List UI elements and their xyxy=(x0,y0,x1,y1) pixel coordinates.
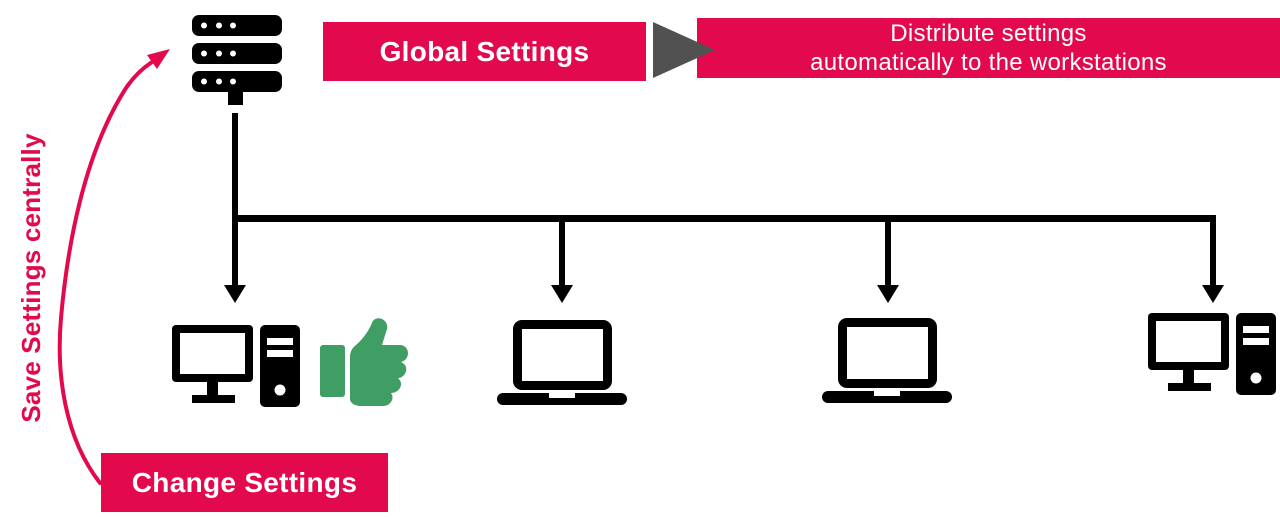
distribute-settings-banner: Distribute settings automatically to the… xyxy=(697,18,1280,78)
save-settings-centrally-label: Save Settings centrally xyxy=(16,133,46,423)
curved-arrow xyxy=(57,49,170,485)
global-settings-banner: Global Settings xyxy=(323,22,646,81)
desktop-computer-icon xyxy=(1148,313,1276,395)
change-settings-banner: Change Settings xyxy=(101,453,388,512)
desktop-computer-icon xyxy=(172,325,300,407)
laptop-icon xyxy=(497,320,627,405)
thumbs-up-icon xyxy=(320,318,408,406)
distribution-lines xyxy=(224,113,1224,303)
server-icon xyxy=(192,15,282,105)
distribute-settings-label: Distribute settings automatically to the… xyxy=(810,20,1167,76)
laptop-icon xyxy=(822,318,952,403)
